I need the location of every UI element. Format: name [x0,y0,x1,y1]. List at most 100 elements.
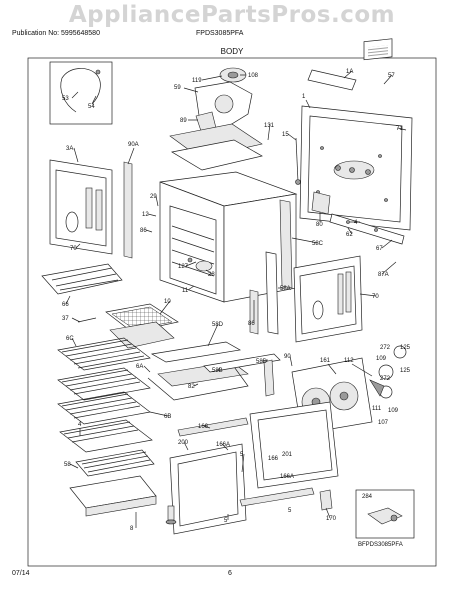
leveling-leg-part[interactable] [165,505,177,525]
callout-82: 82 [188,384,195,390]
callout-11: 11 [182,288,189,294]
oven-rack-6b-part[interactable] [57,391,153,453]
callout-29: 29 [150,194,157,200]
oven-rack-6c-part[interactable] [57,337,151,371]
publication-number: Publication No: 5995648580 [12,30,100,37]
callout-71: 71 [396,126,403,132]
callout-112: 112 [344,358,354,364]
callout-58c: 58C [312,241,324,247]
leader-lines [65,70,407,528]
left-side-panel-part[interactable] [49,159,113,255]
callout-12: 12 [142,212,149,218]
callout-272-top: 272 [380,345,391,351]
callout-161: 161 [320,358,331,364]
drawer-slide-166a-part[interactable] [239,487,315,507]
door-frame-trim-part[interactable] [147,341,249,401]
drawer-rear-panel-part[interactable] [249,401,339,489]
drawer-slide-166-part[interactable] [177,417,249,437]
top-insulation-part[interactable] [169,123,263,171]
callout-58d-right: 58D [256,359,268,365]
fan-motor-part[interactable] [369,345,407,399]
anti-tip-bracket-part[interactable] [319,489,333,511]
front-trim-58a-part[interactable] [265,251,279,335]
callout-109-bottom: 109 [388,408,399,414]
callout-10: 10 [164,299,171,305]
callout-59: 59 [174,85,181,91]
callout-109-top: 109 [376,356,387,362]
callout-86-lower: 86 [248,321,255,327]
callout-4-lower: 4 [78,422,82,428]
callout-3a: 3A [66,146,73,152]
callout-284: 284 [362,494,373,500]
convection-fan-part[interactable] [219,67,247,83]
callout-89: 89 [180,118,187,124]
wire-harness-part[interactable] [49,61,113,125]
callout-86-upper: 86 [140,228,147,234]
callout-8: 8 [130,526,134,532]
footer-date: 07/14 [12,570,30,577]
oven-rack-6a-part[interactable] [57,367,151,401]
vent-cover-part[interactable] [363,38,393,61]
callout-5-lower: 5 [288,508,292,514]
callout-70-right: 70 [372,294,379,300]
rear-strap-part[interactable] [329,213,405,245]
callout-6a: 6A [136,364,143,370]
callout-108: 108 [248,73,259,79]
callout-107: 107 [378,420,389,426]
callout-66: 66 [62,302,69,308]
side-trim-left-part[interactable] [123,161,133,259]
right-side-panel-part[interactable] [293,255,363,343]
callout-125-top: 125 [400,345,411,351]
callout-90a: 90A [128,142,139,148]
temperature-probe-part[interactable] [295,137,299,183]
drawer-front-frame-part[interactable] [169,443,247,535]
oven-cavity-part[interactable] [159,171,298,303]
callout-166a-lower: 166A [280,474,294,480]
hinge-bracket-part[interactable] [311,191,331,215]
callout-87a: 87A [378,272,389,278]
callout-1: 1 [302,94,306,100]
callout-70-left: 70 [70,246,77,252]
callout-200: 200 [178,440,189,446]
callout-58: 58 [64,462,71,468]
callout-127: 127 [178,264,189,270]
drawer-panel-part[interactable] [69,475,157,517]
diagram-frame [27,57,437,567]
model-tag: BFPDS3085PFA [358,542,403,548]
callout-166-lower: 166 [268,456,279,462]
callout-53: 53 [62,96,69,102]
front-frame-58d-part[interactable] [203,353,281,397]
part-284-inset[interactable] [355,489,415,539]
callout-4-upper: 4 [354,220,358,226]
callout-6c: 6C [66,336,74,342]
model-number: FPDS3085PFA [196,30,244,37]
top-bracket-part[interactable] [307,69,357,91]
callout-125-bottom: 125 [400,368,411,374]
probe-tip [295,179,301,185]
callout-58a: 58A [280,286,291,292]
callout-5-upper: 5 [240,452,244,458]
callout-5-bottom: 5 [224,518,228,524]
watermark: AppliancePartsPros.com [68,2,396,28]
page-title: BODY [220,47,244,56]
callout-170: 170 [326,516,337,522]
broil-pan-insert-part[interactable] [105,303,179,349]
footer-page-number: 6 [228,570,232,577]
callout-labels: 53 54 119 108 59 1A 57 89 131 15 1 71 3A… [62,69,411,548]
pin-part[interactable] [77,317,97,323]
callout-272-bottom: 272 [380,376,391,382]
bake-element-part[interactable] [41,263,123,295]
callout-80: 80 [316,222,323,228]
callout-37: 37 [62,316,69,322]
side-trim-right-part[interactable] [279,199,293,289]
callout-28: 28 [208,272,215,278]
callout-131: 131 [264,123,275,129]
warming-element-part[interactable] [75,449,155,477]
callout-111: 111 [372,406,382,412]
callout-90: 90 [284,354,291,360]
callout-58b: 58B [212,368,223,374]
callout-1a: 1A [346,69,353,75]
callout-201: 201 [282,452,293,458]
callout-57: 57 [388,73,395,79]
